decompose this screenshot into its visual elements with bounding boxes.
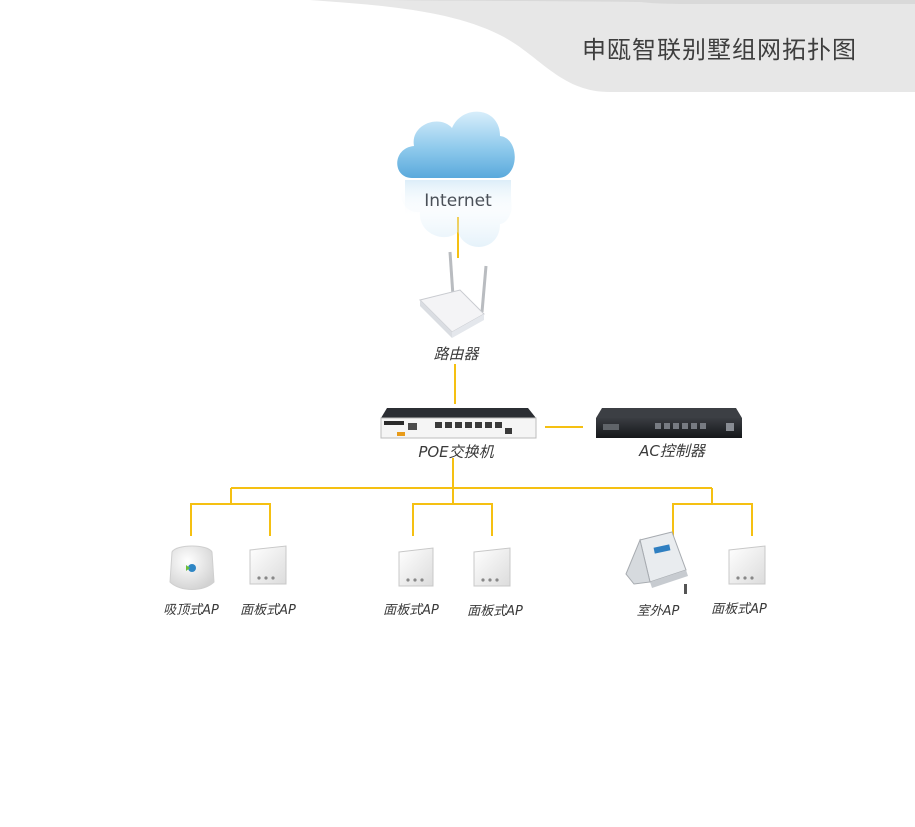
ap-label: 面板式AP — [467, 604, 523, 619]
cloud-icon — [397, 111, 515, 247]
router-icon — [419, 251, 488, 338]
poe-switch-label: POE交换机 — [418, 443, 494, 461]
ac-controller-icon — [596, 408, 742, 438]
switch-icon — [380, 408, 537, 439]
ap-label: 面板式AP — [240, 603, 296, 618]
panel-ap-icon — [473, 547, 511, 587]
link-group1-aps — [190, 503, 271, 536]
link-group3-aps — [672, 503, 753, 536]
links — [190, 217, 753, 536]
internet-label: Internet — [424, 191, 492, 211]
panel-ap-icon — [249, 545, 287, 585]
ceiling-ap-icon — [169, 545, 215, 590]
ap-label: 吸顶式AP — [163, 603, 219, 618]
ap-label: 面板式AP — [383, 603, 439, 618]
outdoor-ap-icon — [625, 531, 688, 594]
router-label: 路由器 — [433, 345, 479, 363]
ap-label: 室外AP — [636, 604, 680, 619]
ap-label: 面板式AP — [711, 602, 767, 617]
ac-controller-label: AC控制器 — [639, 442, 705, 460]
panel-ap-icon — [728, 545, 766, 585]
panel-ap-icon — [398, 547, 434, 587]
link-group2-aps — [412, 503, 493, 536]
header-band — [310, 0, 915, 92]
page-title: 申瓯智联别墅组网拓扑图 — [582, 36, 857, 64]
